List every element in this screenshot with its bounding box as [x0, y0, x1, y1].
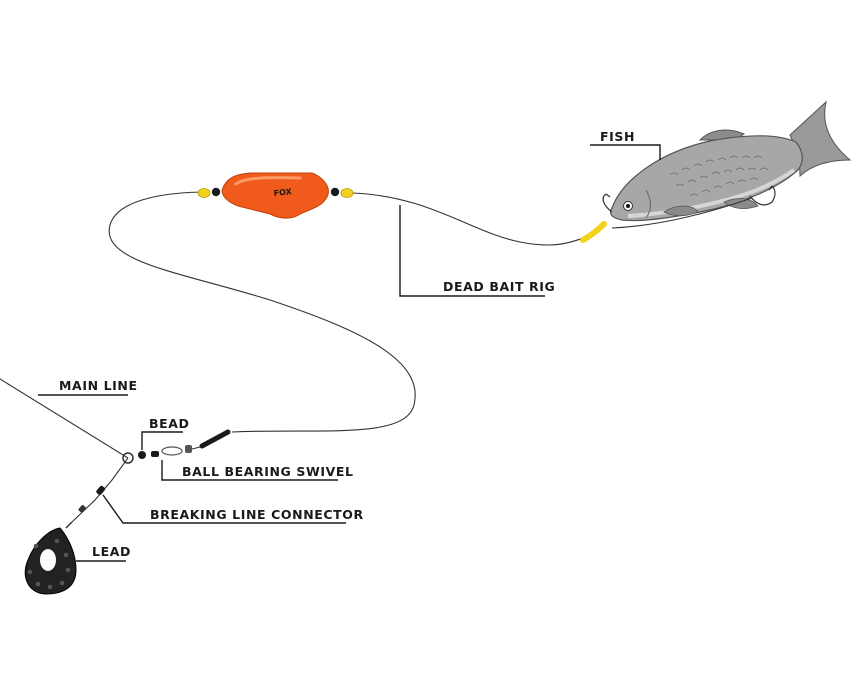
fish-pectoral-fin: [663, 205, 699, 217]
fish-gill: [645, 189, 651, 219]
label-breaking-line-connector: BREAKING LINE CONNECTOR: [150, 507, 364, 522]
fish-anal-fin: [723, 198, 759, 210]
label-bead: BEAD: [149, 416, 190, 431]
label-fish: FISH: [600, 129, 635, 144]
leader-fish: [590, 144, 661, 160]
lead-weight: [24, 521, 77, 595]
ball-bearing-swivel: [151, 445, 201, 457]
float-highlight: [234, 176, 302, 186]
leader-breaking-line-connector: [102, 494, 346, 524]
bead-yellow-right: [340, 188, 354, 198]
main-line: [0, 378, 129, 459]
anti-tangle-sleeve: [199, 429, 231, 449]
swivel-ring: [122, 452, 134, 464]
lead-eye: [40, 549, 56, 571]
float-to-fish-line: [351, 192, 591, 246]
lead-dimples: [27, 538, 71, 590]
fish-belly: [627, 168, 796, 218]
float-assembly: FOX: [197, 172, 354, 219]
hook-trace: [611, 197, 753, 229]
bead: [138, 451, 146, 459]
float: [221, 172, 329, 219]
bead-yellow-left: [197, 188, 211, 198]
label-ball-bearing-swivel: BALL BEARING SWIVEL: [182, 464, 354, 479]
bead-black-left: [211, 187, 221, 197]
treble-hook-belly: [749, 185, 776, 206]
fish-scales: [669, 155, 769, 197]
label-main-line: MAIN LINE: [59, 378, 138, 393]
leader-dead-bait-rig: [399, 205, 545, 297]
treble-hook-mouth: [602, 193, 613, 213]
bead-black-right: [330, 187, 340, 197]
fish-pupil: [626, 204, 630, 208]
trace-line: [108, 191, 416, 433]
label-lead: LEAD: [92, 544, 131, 559]
label-dead-bait-rig: DEAD BAIT RIG: [443, 279, 555, 294]
breaking-line-connector: [78, 485, 106, 513]
float-logo: FOX: [273, 187, 293, 198]
leader-ball-bearing-swivel: [161, 460, 338, 481]
leader-bead: [141, 431, 183, 450]
fish-body: [609, 135, 803, 222]
terminal-tackle: [24, 429, 231, 595]
fish: [580, 100, 852, 243]
yellow-sleeve: [580, 221, 607, 243]
